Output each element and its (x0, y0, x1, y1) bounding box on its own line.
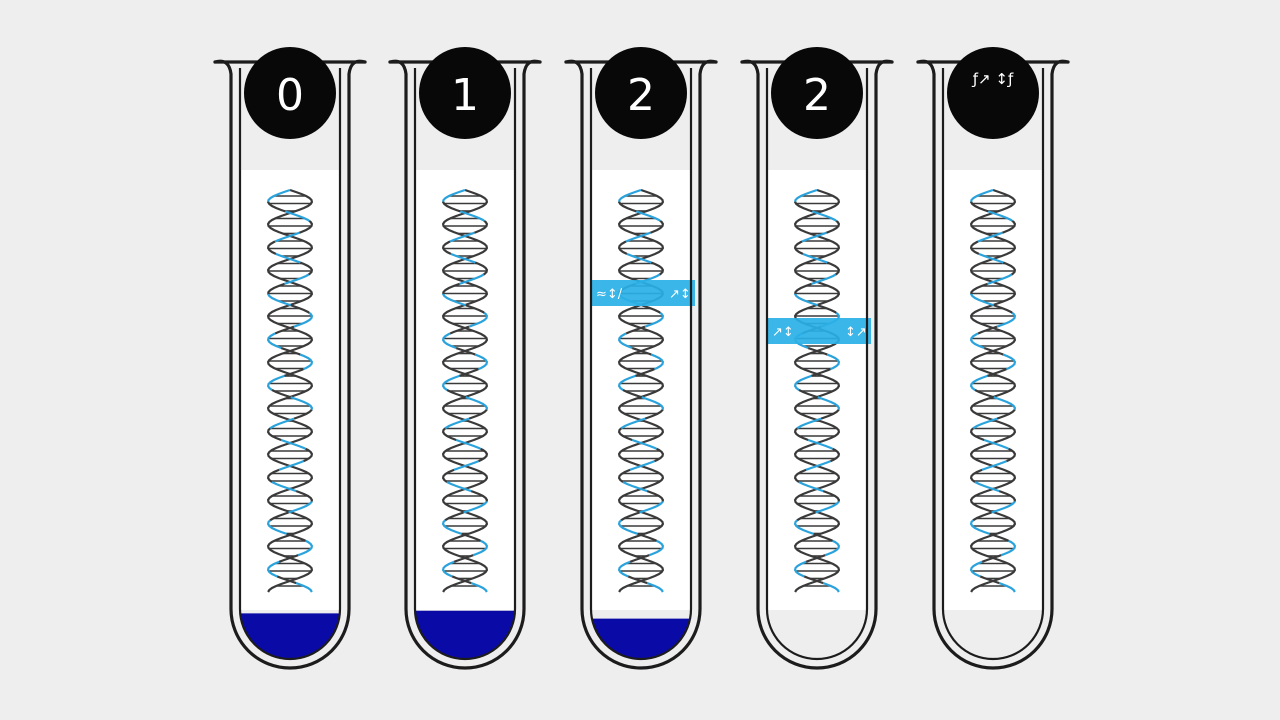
sample-panel (414, 170, 516, 610)
band-right-text: ↕↗ (845, 325, 867, 340)
tube-number-label: ƒ↗ ↕ƒ (972, 70, 1014, 88)
tube-number-badge: 2 (595, 47, 687, 139)
dna-strand-accent (969, 188, 1017, 593)
tube-inner-wall (589, 68, 693, 661)
tube-outline (564, 59, 718, 670)
band-bar (591, 280, 695, 306)
liquid (240, 613, 340, 660)
tube-outline (740, 59, 894, 670)
dna-strand (969, 188, 1017, 593)
dna-strand (441, 188, 489, 593)
tube-number-badge: 1 (419, 47, 511, 139)
tube-outline (213, 59, 367, 670)
dna-strand-accent (266, 188, 314, 593)
badge-circle (595, 47, 687, 139)
sample-panel (942, 170, 1044, 610)
sample-panel (766, 170, 868, 610)
dna-strand-accent (793, 188, 841, 593)
dna-strand (793, 188, 841, 593)
dna-strand (617, 188, 665, 593)
dna-strand (793, 188, 841, 593)
badge-circle (244, 47, 336, 139)
tube-inner-wall (238, 68, 342, 661)
tube-number-badge: ƒ↗ ↕ƒ (947, 47, 1039, 139)
badge-circle (419, 47, 511, 139)
tube-number-label: 1 (451, 70, 479, 121)
dna-helix (969, 188, 1017, 593)
badge-circle (947, 47, 1039, 139)
band-left-text: ↗↕ (772, 325, 794, 340)
test-tube: ↗↕ ↕↗ 2 (740, 47, 894, 670)
dna-helix (266, 188, 314, 593)
tube-inner-wall (941, 68, 1045, 661)
tube-number-badge: 2 (771, 47, 863, 139)
dna-helix (793, 188, 841, 593)
dna-strand (969, 188, 1017, 593)
test-tube: 0 (213, 47, 367, 670)
dna-strand (441, 188, 489, 593)
tube-outline (916, 59, 1070, 670)
tube-number-label: 2 (803, 70, 831, 121)
tube-inner-wall (765, 68, 869, 661)
test-tube: ƒ↗ ↕ƒ (916, 47, 1070, 670)
tube-outline (388, 59, 542, 670)
dna-strand (266, 188, 314, 593)
test-tube: ≈↕/ ↗↕ 2 (564, 47, 718, 670)
band-right-text: ↗↕ (669, 287, 691, 302)
tube-inner-wall (413, 68, 517, 661)
tube-number-label: 2 (627, 70, 655, 121)
sample-panel (239, 170, 341, 610)
sample-panel (590, 170, 692, 610)
liquid (591, 618, 691, 659)
tube-number-label: 0 (276, 70, 304, 121)
dna-helix (441, 188, 489, 593)
band-left-text: ≈↕/ (596, 287, 623, 302)
dna-strand-accent (617, 188, 665, 593)
liquid (415, 610, 515, 660)
dna-strand (266, 188, 314, 593)
badge-circle (771, 47, 863, 139)
test-tube: 1 (388, 47, 542, 670)
tube-number-badge: 0 (244, 47, 336, 139)
marker-band: ≈↕/ ↗↕ (591, 280, 695, 306)
band-bar (767, 318, 871, 344)
dna-strand-accent (441, 188, 489, 593)
marker-band: ↗↕ ↕↗ (767, 318, 871, 344)
dna-strand (617, 188, 665, 593)
